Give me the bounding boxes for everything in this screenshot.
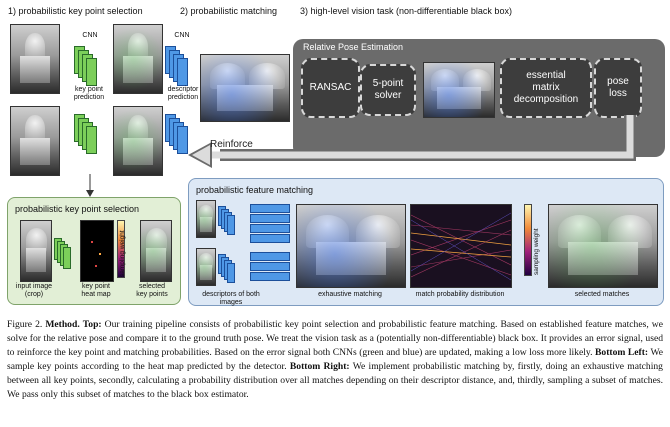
descriptor-bar bbox=[250, 272, 290, 281]
pose-loss-node: pose loss bbox=[594, 58, 642, 118]
input-image-1 bbox=[10, 24, 60, 94]
selected-keypoints-caption: selected key points bbox=[136, 283, 168, 299]
matching-image bbox=[200, 54, 290, 122]
cnn-label-blue: CNN bbox=[174, 32, 190, 39]
sampling-weight-right: sampling weight bbox=[533, 228, 540, 275]
match-distribution-caption: match probability distribution bbox=[415, 291, 505, 298]
reinforce-arrow bbox=[188, 115, 636, 168]
step3-label: 3) high-level vision task (non-different… bbox=[300, 6, 512, 16]
caption-bottom-right-text: We implement probabilistic matching by, … bbox=[7, 361, 663, 401]
exhaustive-matching-image bbox=[296, 204, 406, 288]
arrow-down-left bbox=[86, 174, 94, 197]
keypoint-heatmap bbox=[80, 220, 114, 282]
descriptor-image-1 bbox=[196, 200, 216, 238]
heatmap-caption: key point heat map bbox=[81, 283, 111, 299]
selected-matches-caption: selected matches bbox=[574, 291, 630, 298]
relative-pose-title: Relative Pose Estimation bbox=[303, 42, 404, 52]
keypoint-panel-title: probabilistic key point selection bbox=[15, 204, 140, 214]
match-probability-distribution bbox=[410, 204, 512, 288]
caption-top-label: Top: bbox=[82, 319, 102, 330]
figure-caption: Figure 2. Method. Top: Our training pipe… bbox=[7, 318, 663, 403]
caption-figure-number: Figure 2. bbox=[7, 319, 43, 330]
reinforce-label: Reinforce bbox=[210, 139, 253, 150]
step1-label: 1) probabilistic key point selection bbox=[8, 6, 143, 16]
cnn-label-green: CNN bbox=[82, 32, 98, 39]
caption-bottom-left-label: Bottom Left: bbox=[595, 347, 649, 359]
descriptor-bar bbox=[250, 262, 290, 271]
colorbar-right bbox=[524, 204, 532, 276]
keypoint-image-1 bbox=[113, 24, 163, 94]
input-crop-image bbox=[20, 220, 52, 282]
caption-top-text: Our training pipeline consists of probab… bbox=[7, 319, 663, 359]
matching-panel-title: probabilistic feature matching bbox=[196, 185, 314, 195]
descriptor-image-2 bbox=[196, 248, 216, 286]
keypoint-image-2 bbox=[113, 106, 163, 176]
descriptor-bar bbox=[250, 224, 290, 233]
colorbar-left bbox=[117, 220, 125, 278]
descriptor-bar bbox=[250, 252, 290, 261]
key-point-prediction-label: key point prediction bbox=[73, 86, 105, 102]
input-image-caption: input image (crop) bbox=[15, 283, 53, 299]
essential-matrix-node: essential matrix decomposition bbox=[500, 58, 592, 118]
descriptor-prediction-label: descriptor prediction bbox=[167, 86, 199, 102]
pose-match-image bbox=[423, 62, 495, 118]
input-image-2 bbox=[10, 106, 60, 176]
selected-keypoints-image bbox=[140, 220, 172, 282]
caption-bottom-left-text: We sample key points according to the he… bbox=[7, 347, 664, 373]
descriptor-bar bbox=[250, 204, 290, 213]
sampling-weight-left: sampling weight bbox=[119, 230, 126, 277]
descriptor-bar bbox=[250, 214, 290, 223]
selected-matches-image bbox=[548, 204, 658, 288]
step2-label: 2) probabilistic matching bbox=[180, 6, 278, 16]
five-point-solver-node: 5-point solver bbox=[360, 64, 416, 116]
exhaustive-matching-caption: exhaustive matching bbox=[318, 291, 382, 298]
ransac-node: RANSAC bbox=[301, 58, 360, 118]
descriptor-bar bbox=[250, 234, 290, 243]
caption-method: Method. bbox=[45, 319, 80, 330]
caption-bottom-right-label: Bottom Right: bbox=[289, 361, 350, 373]
descriptors-caption: descriptors of both images bbox=[202, 291, 260, 307]
